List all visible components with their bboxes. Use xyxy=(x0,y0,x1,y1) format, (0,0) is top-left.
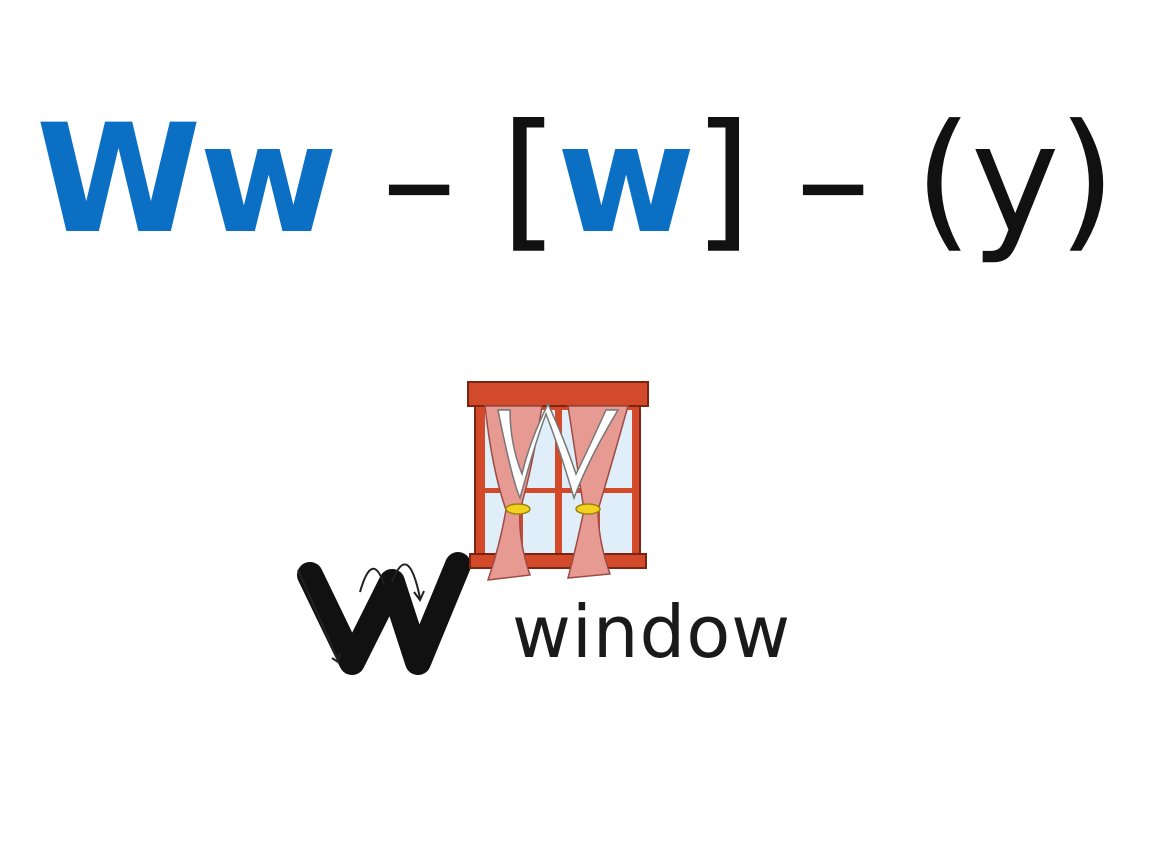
dash-separator: – xyxy=(335,93,501,267)
illustration-drawing xyxy=(297,381,649,675)
example-word: window xyxy=(512,590,792,674)
letter-w-stroke-icon xyxy=(297,552,471,675)
close-bracket: ] xyxy=(693,93,752,267)
window-with-curtains-icon xyxy=(467,381,649,581)
phoneme-symbol: w xyxy=(556,93,696,267)
pronunciation-hint: (y) xyxy=(914,93,1116,267)
dash-separator: – xyxy=(749,93,915,267)
letter-pair: Ww xyxy=(35,93,338,267)
letter-heading: Ww – [w] – (y) xyxy=(0,85,1150,275)
word-illustration: window xyxy=(280,370,840,700)
open-bracket: [ xyxy=(500,93,559,267)
